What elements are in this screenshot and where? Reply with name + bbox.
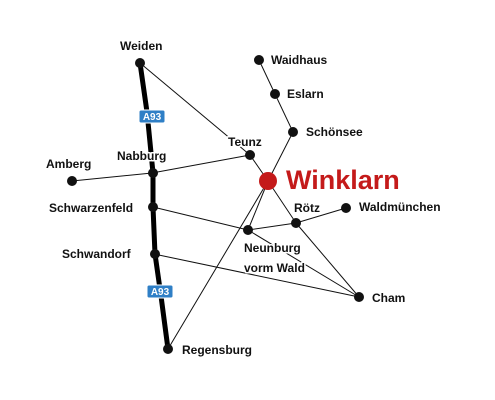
road-schoensee-winklarn (267, 131, 294, 182)
a93-shield-south: A93 (146, 284, 174, 299)
teunz-marker (245, 150, 255, 160)
weiden-label: Weiden (120, 39, 162, 53)
place-markers (67, 55, 364, 354)
road-neunburg-cham (247, 229, 360, 298)
amberg-marker (67, 176, 77, 186)
nabburg-marker (148, 168, 158, 178)
road-weiden-teunz (139, 62, 251, 156)
roetz-label: Rötz (294, 201, 320, 215)
winklarn-label: Winklarn (286, 165, 400, 195)
cham-marker (354, 292, 364, 302)
a93-shield-north: A93 (138, 109, 166, 124)
neunburg-label-line1: Neunburg (244, 241, 301, 255)
waldmuenchen-marker (341, 203, 351, 213)
cham-label: Cham (372, 291, 405, 305)
road-nabburg-teunz (151, 154, 251, 174)
schoensee-marker (288, 127, 298, 137)
road-roetz-waldmuenchen (295, 207, 347, 224)
road-schwarzenfeld-neunburg (152, 206, 249, 231)
teunz-label: Teunz (228, 135, 262, 149)
weiden-marker (135, 58, 145, 68)
a93-shield-south-label: A93 (151, 287, 170, 298)
schwandorf-label: Schwandorf (62, 247, 132, 261)
schoensee-label: Schönsee (306, 125, 363, 139)
schwandorf-marker (150, 249, 160, 259)
schwarzenfeld-label: Schwarzenfeld (49, 201, 133, 215)
a93-shield-north-label: A93 (143, 112, 162, 123)
road-roetz-cham (295, 222, 360, 298)
winklarn-marker (259, 172, 277, 190)
neunburg-marker (243, 225, 253, 235)
road-neunburg-roetz (247, 222, 297, 231)
nabburg-label: Nabburg (117, 149, 166, 163)
road-amberg-nabburg (71, 172, 153, 182)
waldmuenchen-label: Waldmünchen (359, 200, 441, 214)
waidhaus-marker (254, 55, 264, 65)
eslarn-marker (270, 89, 280, 99)
road-regensburg-winklarn (167, 180, 269, 350)
eslarn-label: Eslarn (287, 87, 324, 101)
waidhaus-label: Waidhaus (271, 53, 328, 67)
schwarzenfeld-marker (148, 202, 158, 212)
regensburg-marker (163, 344, 173, 354)
regensburg-label: Regensburg (182, 343, 252, 357)
place-labels: Weiden Waidhaus Eslarn Schönsee Teunz Na… (45, 38, 443, 359)
amberg-label: Amberg (46, 157, 91, 171)
neunburg-label-line2: vorm Wald (244, 261, 305, 275)
roetz-marker (291, 218, 301, 228)
road-schwandorf-cham (153, 253, 360, 298)
